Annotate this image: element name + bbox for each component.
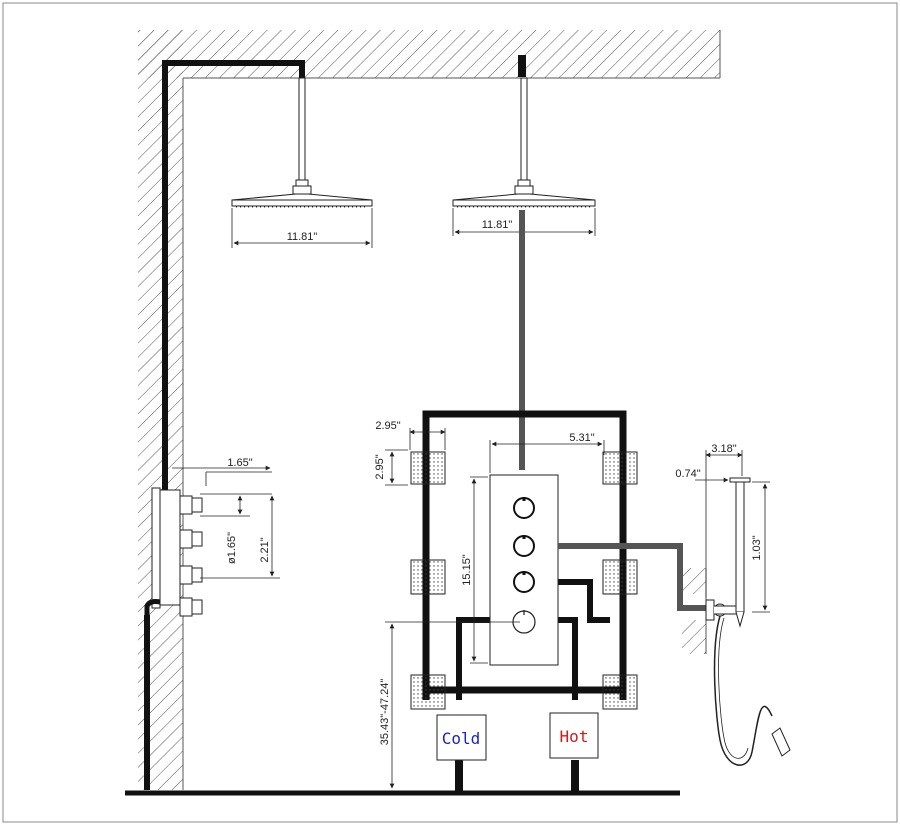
left-head-dimension: 11.81" [231,208,373,248]
panel-dimensions [470,440,605,664]
inner-mixing-pipes [456,579,610,700]
hand-height-label: 1.03" [751,535,763,560]
left-head-width-label: 11.81" [287,231,318,243]
hot-inlet-box: Hot [549,712,599,759]
right-head-width-label: 11.81" [482,219,513,231]
side-view-valve [144,487,203,620]
left-rain-shower-head-icon [231,77,373,208]
cold-label: Cold [442,729,481,748]
body-jets [410,451,638,710]
valve-knob-icon [512,610,536,634]
hand-offset-label: 0.74" [675,468,700,480]
hot-label: Hot [560,727,589,746]
cold-inlet-box: Cold [436,714,487,761]
right-rain-shower-head-icon [452,55,596,208]
side-valve-dimensions [172,465,280,579]
side-height-label: 2.21" [259,537,271,562]
left-head-supply-pipe [162,60,305,490]
square-body-jet-icon [410,451,446,485]
ceiling-wall [138,30,721,79]
install-height-label: 35.43"-47.24" [379,679,391,746]
square-body-jet-icon [602,674,638,710]
valve-knob-icon [513,571,535,593]
hand-width-label: 3.18" [711,443,736,455]
jet-width-label: 2.95" [375,420,400,432]
knob-diameter-label: ø1.65" [226,532,238,564]
cold-supply-pipe [455,760,463,792]
hot-supply-pipe [571,760,579,792]
jet-height-label: 2.95" [374,454,386,479]
square-body-jet-icon [410,559,446,595]
handheld-dimensions [695,450,770,613]
jet-dimensions [385,428,446,486]
square-body-jet-icon [602,559,638,595]
handheld-shower-icon [705,477,791,766]
install-height-dimension [385,621,520,789]
square-body-jet-icon [410,674,446,710]
side-depth-label: 1.65" [227,457,252,469]
valve-knob-icon [513,535,535,557]
handheld-supply-pipe [558,543,706,611]
handheld-wall-segment [682,568,707,654]
valve-knob-icon [513,497,535,519]
thermostatic-valve-panel [489,474,559,666]
panel-height-label: 15.15" [461,554,473,586]
square-body-jet-icon [602,451,638,485]
panel-width-label: 5.31" [569,432,594,444]
